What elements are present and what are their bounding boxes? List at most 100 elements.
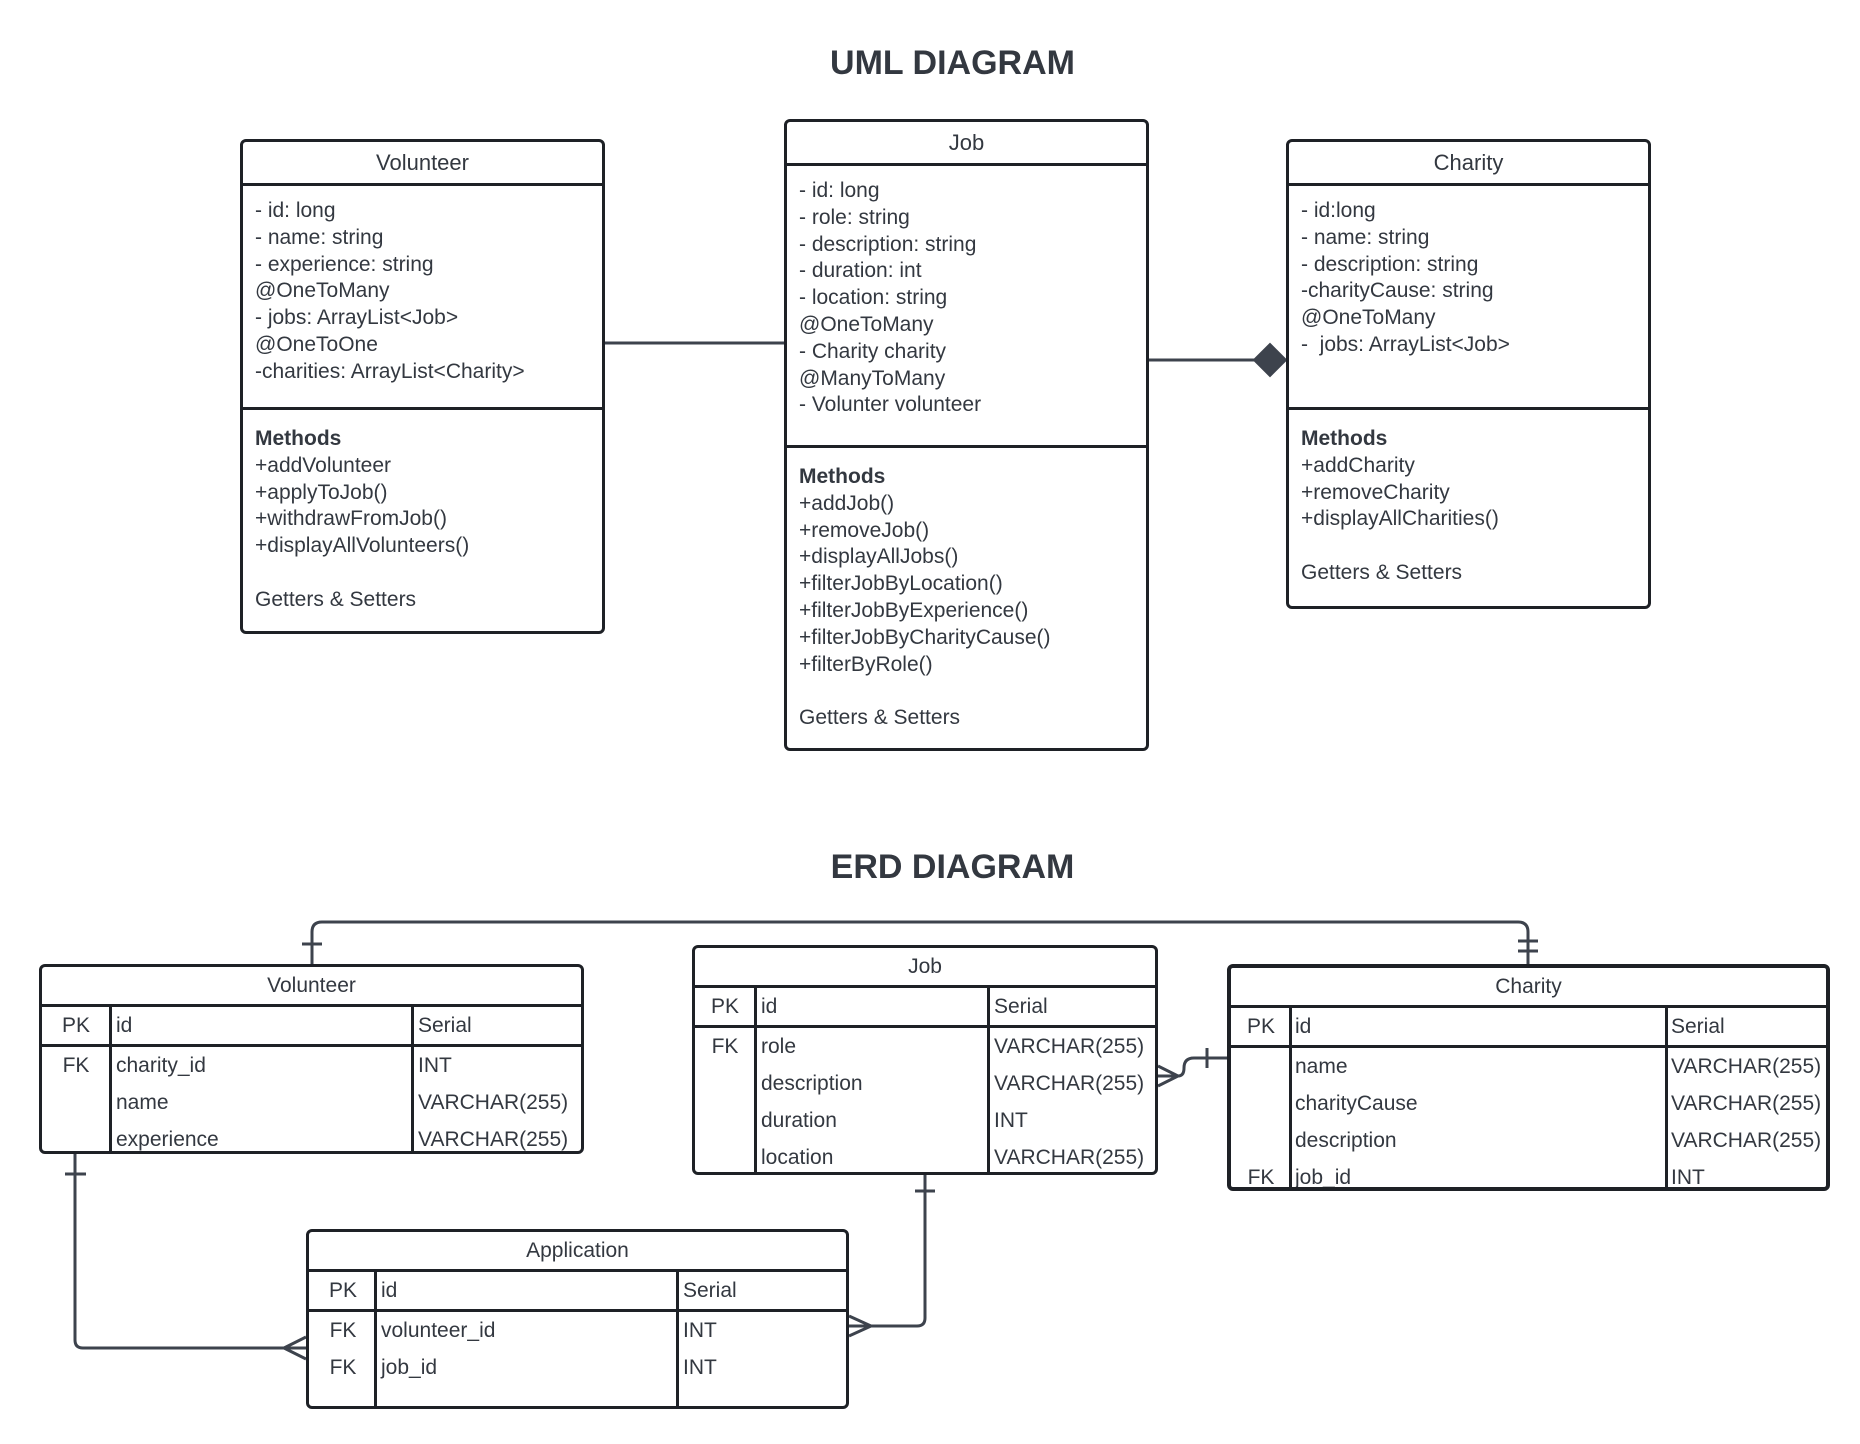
field-cell: duration	[761, 1109, 837, 1132]
column-divider	[1665, 1008, 1668, 1187]
annotation: @ManyToMany	[799, 366, 946, 390]
attribute: - description: string	[799, 232, 977, 256]
class-methods: Methods +addJob() +removeJob() +displayA…	[787, 448, 1146, 732]
attribute: - name: string	[1301, 225, 1430, 249]
uml-class-volunteer: Volunteer - id: long - name: string - ex…	[240, 139, 605, 634]
type-cell: VARCHAR(255)	[994, 1035, 1145, 1058]
field-cell: id	[1295, 1015, 1312, 1038]
type-cell: INT	[683, 1319, 717, 1342]
table-row: FK charity_id INT	[42, 1047, 581, 1084]
column-divider	[411, 1007, 414, 1151]
table-row: name VARCHAR(255)	[42, 1084, 581, 1121]
table-name: Job	[695, 948, 1155, 988]
attribute: -charities: ArrayList<Charity>	[255, 359, 525, 383]
table-row: description VARCHAR(255)	[695, 1065, 1155, 1102]
erd-job-charity-relation	[1158, 1056, 1227, 1078]
key-cell: PK	[61, 1014, 90, 1037]
field-cell: volunteer_id	[381, 1319, 496, 1342]
key-cell: PK	[710, 995, 739, 1018]
field-cell: job_id	[381, 1356, 438, 1379]
table-row: FK volunteer_id INT	[309, 1312, 846, 1349]
table-name: Volunteer	[42, 967, 581, 1007]
key-cell: FK	[1247, 1166, 1275, 1189]
method: +filterJobByCharityCause()	[799, 625, 1051, 649]
annotation: @OneToMany	[799, 312, 934, 336]
table-row: FK job_id INT	[1231, 1159, 1826, 1189]
attribute: - description: string	[1301, 252, 1479, 276]
type-cell: Serial	[418, 1014, 472, 1037]
field-cell: id	[381, 1279, 398, 1302]
composition-diamond	[1252, 342, 1288, 378]
key-cell: PK	[1246, 1015, 1275, 1038]
erd-table-charity: Charity PK id Serial name VARCHAR(255) c…	[1227, 964, 1830, 1191]
table-row: FK role VARCHAR(255)	[695, 1028, 1155, 1065]
field-cell: job_id	[1295, 1166, 1352, 1189]
type-cell: VARCHAR(255)	[1671, 1092, 1822, 1115]
method: +addCharity	[1301, 453, 1415, 477]
field-cell: id	[116, 1014, 133, 1037]
attribute: - name: string	[255, 225, 384, 249]
getters-setters: Getters & Setters	[799, 706, 961, 730]
annotation: @OneToMany	[1301, 306, 1436, 330]
table-body: PK id Serial name VARCHAR(255) charityCa…	[1231, 1008, 1826, 1189]
attribute: - duration: int	[799, 259, 922, 283]
class-attributes: - id: long - role: string - description:…	[787, 166, 1146, 448]
application-crowfoot-a	[283, 1335, 307, 1350]
type-cell: VARCHAR(255)	[418, 1091, 569, 1114]
methods-heading: Methods	[255, 427, 342, 450]
job-charity-crowfoot-a	[1157, 1064, 1179, 1078]
table-row-pk: PK id Serial	[695, 988, 1155, 1028]
field-cell: role	[761, 1035, 797, 1058]
key-cell: FK	[329, 1356, 357, 1379]
method: +addVolunteer	[255, 453, 392, 477]
erd-diagram-title: ERD DIAGRAM	[830, 848, 1075, 886]
table-row-pk: PK id Serial	[42, 1007, 581, 1047]
getters-setters: Getters & Setters	[255, 587, 417, 611]
method: +removeCharity	[1301, 480, 1450, 504]
application-crowfoot-b	[283, 1346, 307, 1361]
field-cell: name	[1295, 1055, 1348, 1078]
table-row: charityCause VARCHAR(255)	[1231, 1085, 1826, 1122]
field-cell: location	[761, 1146, 834, 1169]
field-cell: charity_id	[116, 1054, 206, 1077]
type-cell: VARCHAR(255)	[418, 1128, 569, 1151]
attribute: - id: long	[799, 179, 880, 202]
uml-class-charity: Charity - id:long - name: string - descr…	[1286, 139, 1651, 609]
uml-class-job: Job - id: long - role: string - descript…	[784, 119, 1149, 751]
key-cell: FK	[329, 1319, 357, 1342]
method: +displayAllVolunteers()	[255, 534, 470, 558]
class-name: Volunteer	[243, 142, 602, 186]
method: +filterJobByExperience()	[799, 598, 1029, 622]
table-row-pk: PK id Serial	[309, 1272, 846, 1312]
table-body: PK id Serial FK charity_id INT name VARC…	[42, 1007, 581, 1151]
class-methods: Methods +addVolunteer +applyToJob() +wit…	[243, 410, 602, 614]
column-divider	[374, 1272, 377, 1406]
methods-heading: Methods	[1301, 427, 1388, 450]
attribute: - id: long	[255, 199, 336, 222]
attribute: - id:long	[1301, 199, 1376, 222]
column-divider	[1289, 1008, 1292, 1187]
table-row: experience VARCHAR(255)	[42, 1121, 581, 1151]
uml-diagram-title: UML DIAGRAM	[830, 44, 1075, 82]
erd-table-application: Application PK id Serial FK volunteer_id…	[306, 1229, 849, 1409]
class-name: Charity	[1289, 142, 1648, 186]
table-row: location VARCHAR(255)	[695, 1139, 1155, 1172]
attribute: - jobs: ArrayList<Job>	[1301, 332, 1510, 356]
attribute: - location: string	[799, 286, 948, 310]
job-charity-crowfoot-b	[1157, 1074, 1179, 1088]
annotation: @OneToMany	[255, 279, 390, 303]
application-job-crowfoot-a	[848, 1314, 872, 1328]
attribute: - Charity charity	[799, 339, 947, 363]
type-cell: VARCHAR(255)	[994, 1146, 1145, 1169]
erd-job-application-relation	[849, 1175, 927, 1328]
type-cell: VARCHAR(255)	[1671, 1129, 1822, 1152]
erd-volunteer-application-relation	[73, 1154, 306, 1350]
column-divider	[109, 1007, 112, 1151]
table-row: description VARCHAR(255)	[1231, 1122, 1826, 1159]
key-cell: PK	[328, 1279, 357, 1302]
table-row: FK job_id INT	[309, 1349, 846, 1386]
attribute: - jobs: ArrayList<Job>	[255, 306, 459, 330]
type-cell: INT	[1671, 1166, 1705, 1189]
method: +displayAllJobs()	[799, 545, 959, 569]
column-divider	[754, 988, 757, 1172]
